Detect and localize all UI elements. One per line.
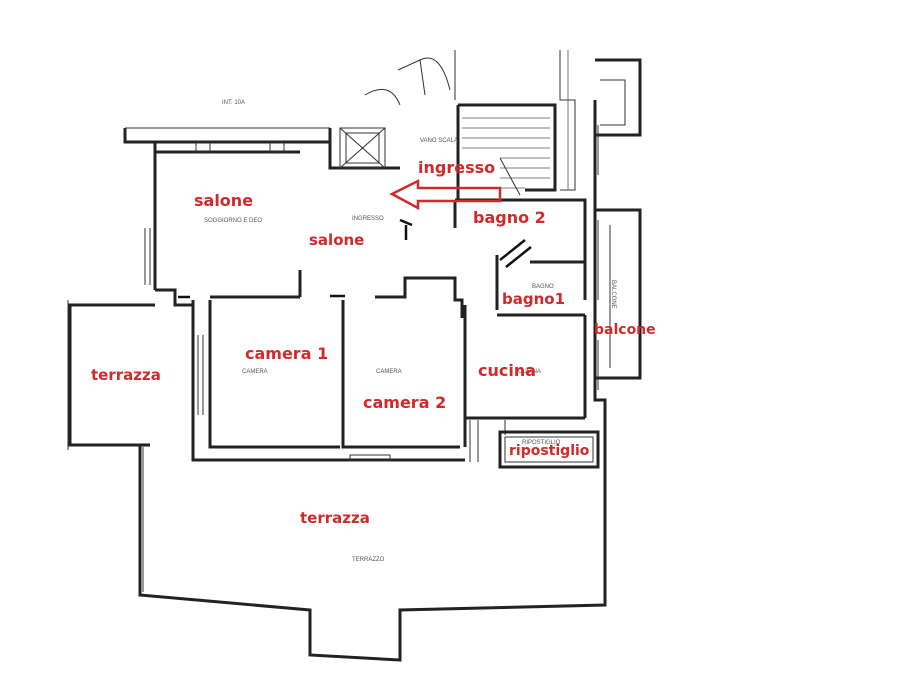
room-label-camera-1: camera 1 [245,344,329,363]
plan-label-ingresso: INGRESSO [352,216,384,222]
plan-label-cucina: CUCINA [518,369,542,375]
room-label-terrazza-left: terrazza [91,366,161,384]
room-label-terrazza-bottom: terrazza [300,509,370,527]
terrazza-left-outline [68,303,155,447]
room-label-bagno-1: bagno1 [502,290,566,308]
plan-label-vano-scala: VANO SCALA [420,138,458,144]
room-label-cucina: cucina [478,361,537,380]
room-label-ripostiglio: ripostiglio [509,443,590,459]
plan-label-camera-a: CAMERA [242,369,268,375]
plan-label-bagno: BAGNO [532,284,554,290]
plan-label-top: INT. 10A [222,100,246,106]
terrazza-bottom-outline [138,445,607,662]
room-label-camera-2: camera 2 [363,393,447,412]
ripostiglio-outline [498,430,600,469]
windows [144,125,599,462]
plan-label-soggiorno: SOGGIORNO E DEO [204,218,263,224]
stair-core [339,50,576,200]
plan-label-balcone: BALCONE [610,280,616,309]
room-label-salone-left: salone [194,191,254,210]
room-label-bagno-2: bagno 2 [473,208,546,227]
plan-label-ripostiglio: RIPOSTIGLIO [522,440,561,446]
plan-label-camera-b: CAMERA [376,369,402,375]
room-label-ingresso: ingresso [418,158,496,177]
room-label-balcone: balcone [594,322,656,338]
arrow-left-icon [389,178,502,211]
room-label-salone-center: salone [309,231,365,249]
doors [178,218,532,462]
outer-walls [123,58,642,475]
plan-label-terrazzo: TERRAZZO [352,557,385,563]
